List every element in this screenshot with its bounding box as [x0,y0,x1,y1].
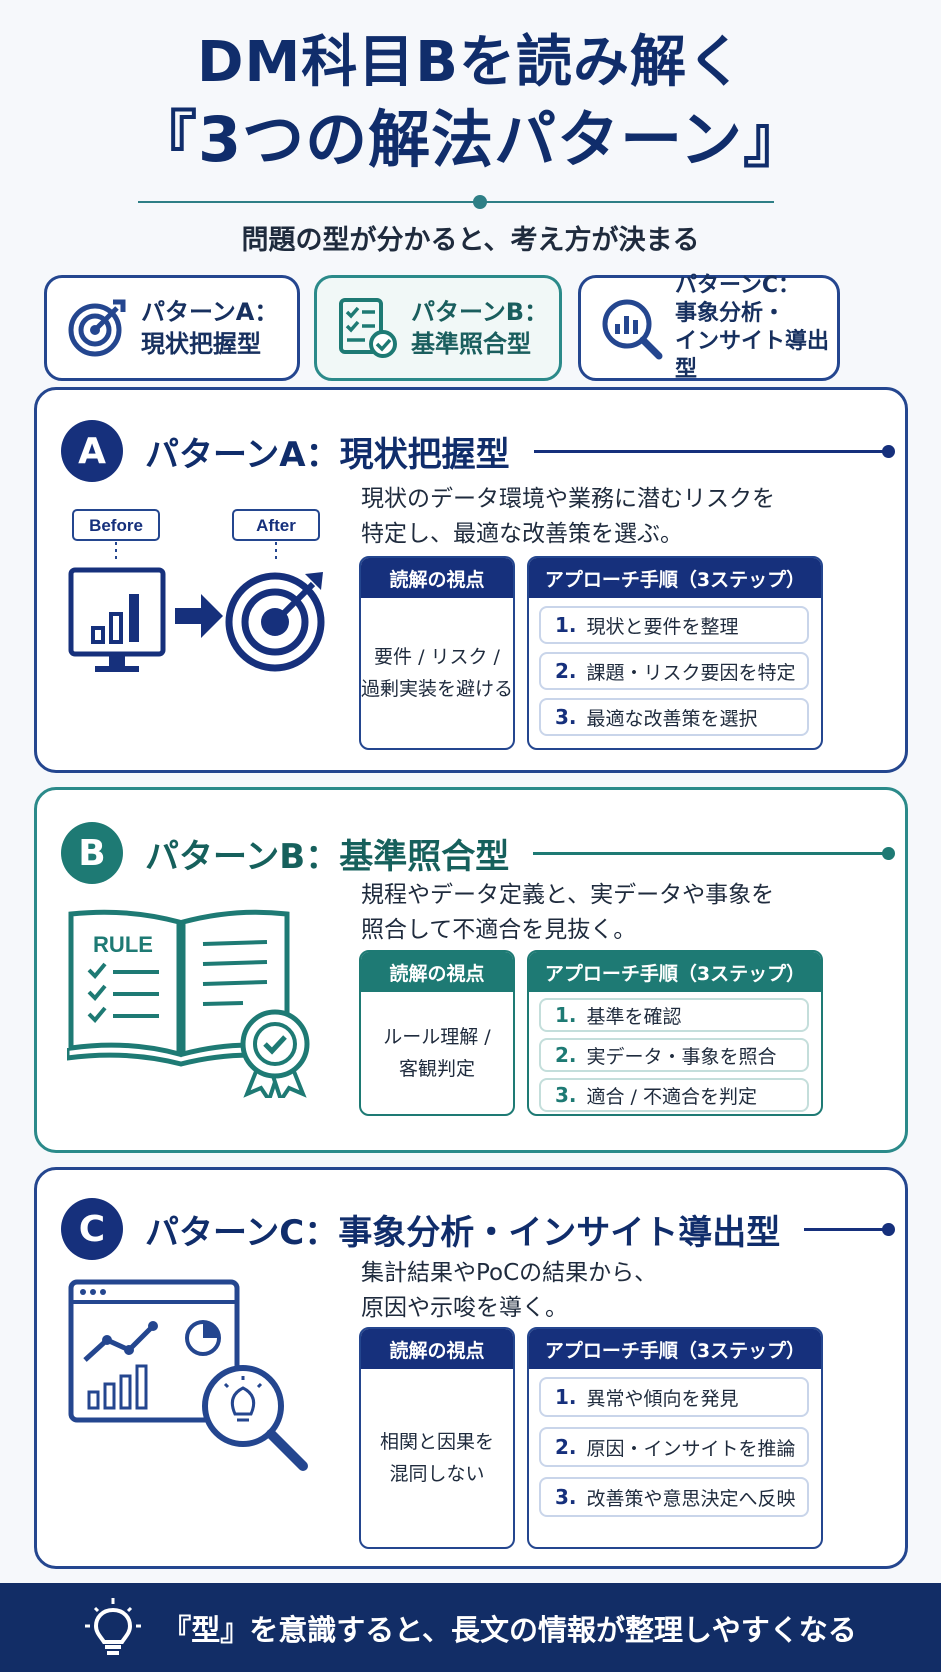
pattern-letter-badge: B [61,822,123,884]
chip-pattern-b: パターンB： 基準照合型 [314,275,562,381]
pattern-description: 集計結果やPoCの結果から、 原因や示唆を導く。 [361,1260,658,1321]
step-text: 基準を確認 [586,1005,682,1028]
step-text: 異常や傾向を発見 [586,1387,739,1410]
chip-label: パターンA： 現状把握型 [141,298,279,358]
step-number: 2. [555,659,577,683]
step-text: 実データ・事象を照合 [586,1045,777,1068]
card-title: パターンA：現状把握型 [145,434,510,475]
step-text: 改善策や意思決定へ反映 [586,1487,796,1510]
step-number: 1. [555,613,577,637]
analysis-dashboard-illustration [68,1279,308,1471]
step-text: 最適な改善策を選択 [586,707,758,730]
step-text: 課題・リスク要因を特定 [586,661,796,684]
pattern-card-c: C パターンC：事象分析・インサイト導出型 集計結果やPoCの結果から、 原因や… [34,1167,908,1569]
chip-label: パターンB： 基準照合型 [411,298,549,358]
card-title: パターンB：基準照合型 [145,836,510,877]
steps-box: アプローチ手順（3ステップ） 1. 現状と要件を整理 2. 課題・リスク要因を特… [527,556,823,750]
chip-label: パターンC： 事象分析・ インサイト導出型 [675,273,830,382]
steps-box: アプローチ手順（3ステップ） 1. 異常や傾向を発見 2. 原因・インサイトを推… [527,1327,823,1549]
footer-message: 『型』を意識すると、長文の情報が整理しやすくなる [162,1612,857,1647]
viewpoint-box: 読解の視点 ルール理解 / 客観判定 [359,950,515,1116]
step-item: 3. 最適な改善策を選択 [539,698,809,736]
rulebook-illustration: RULE [67,909,310,1098]
pattern-card-a: A パターンA：現状把握型 Before After 現状のデータ環境や業務に潜… [34,387,908,773]
viewpoint-heading: 読解の視点 [361,952,513,992]
step-number: 2. [555,1435,577,1459]
steps-heading: アプローチ手順（3ステップ） [529,1329,821,1369]
before-after-illustration: Before After [68,509,325,672]
card-title: パターンC：事象分析・インサイト導出型 [145,1212,781,1253]
pattern-letter-badge: C [61,1198,123,1260]
step-item: 2. 原因・インサイトを推論 [539,1427,809,1467]
step-item: 2. 課題・リスク要因を特定 [539,652,809,690]
step-item: 3. 改善策や意思決定へ反映 [539,1477,809,1517]
title-divider [138,201,774,203]
header-rule [804,1222,895,1236]
step-item: 2. 実データ・事象を照合 [539,1038,809,1072]
rule-label: RULE [93,932,153,957]
card-header: B パターンB：基準照合型 [61,822,895,884]
step-item: 1. 異常や傾向を発見 [539,1377,809,1417]
steps-heading: アプローチ手順（3ステップ） [529,952,821,992]
target-icon [68,299,126,357]
header-rule [533,444,896,458]
header-rule [533,846,895,860]
footer-banner: 『型』を意識すると、長文の情報が整理しやすくなる [0,1583,941,1672]
step-number: 3. [555,1485,577,1509]
viewpoint-text: ルール理解 / 客観判定 [383,1026,491,1080]
card-header: A パターンA：現状把握型 [61,420,896,482]
viewpoint-box: 読解の視点 相関と因果を 混同しない [359,1327,515,1549]
viewpoint-text: 要件 / リスク / 過剰実装を避ける [361,646,514,700]
viewpoint-heading: 読解の視点 [361,1329,513,1369]
step-text: 現状と要件を整理 [586,615,739,638]
after-label: After [256,516,296,535]
step-item: 1. 基準を確認 [539,998,809,1032]
chip-pattern-c: パターンC： 事象分析・ インサイト導出型 [578,273,840,382]
magnifier-chart-icon [602,299,663,360]
page-subtitle: 問題の型が分かると、考え方が決まる [241,225,700,256]
checklist-icon [339,298,397,358]
pattern-description: 現状のデータ環境や業務に潜むリスクを 特定し、最適な改善策を選ぶ。 [361,486,775,547]
steps-box: アプローチ手順（3ステップ） 1. 基準を確認 2. 実データ・事象を照合 3.… [527,950,823,1116]
step-number: 3. [555,1083,577,1107]
step-number: 1. [555,1003,577,1027]
lightbulb-icon [85,1597,142,1655]
chip-pattern-a: パターンA： 現状把握型 [44,275,300,381]
page-title-line2: 『3つの解法パターン』 [134,103,807,176]
step-text: 適合 / 不適合を判定 [586,1085,757,1108]
step-item: 3. 適合 / 不適合を判定 [539,1078,809,1112]
viewpoint-heading: 読解の視点 [361,558,513,598]
pattern-card-b: B パターンB：基準照合型 RULE 規程やデータ定義と、実データや事象を 照合… [34,787,908,1153]
step-number: 1. [555,1385,577,1409]
step-number: 3. [555,705,577,729]
viewpoint-text: 相関と因果を 混同しない [379,1431,494,1485]
card-header: C パターンC：事象分析・インサイト導出型 [61,1198,895,1260]
divider-dot [473,195,487,209]
viewpoint-box: 読解の視点 要件 / リスク / 過剰実装を避ける [359,556,515,750]
before-label: Before [89,516,143,535]
steps-heading: アプローチ手順（3ステップ） [529,558,821,598]
step-text: 原因・インサイトを推論 [586,1437,796,1460]
page-title-line1: DM科目Bを読み解く [197,30,744,95]
pattern-description: 規程やデータ定義と、実データや事象を 照合して不適合を見抜く。 [361,882,775,943]
pattern-letter-badge: A [61,420,123,482]
step-item: 1. 現状と要件を整理 [539,606,809,644]
step-number: 2. [555,1043,577,1067]
